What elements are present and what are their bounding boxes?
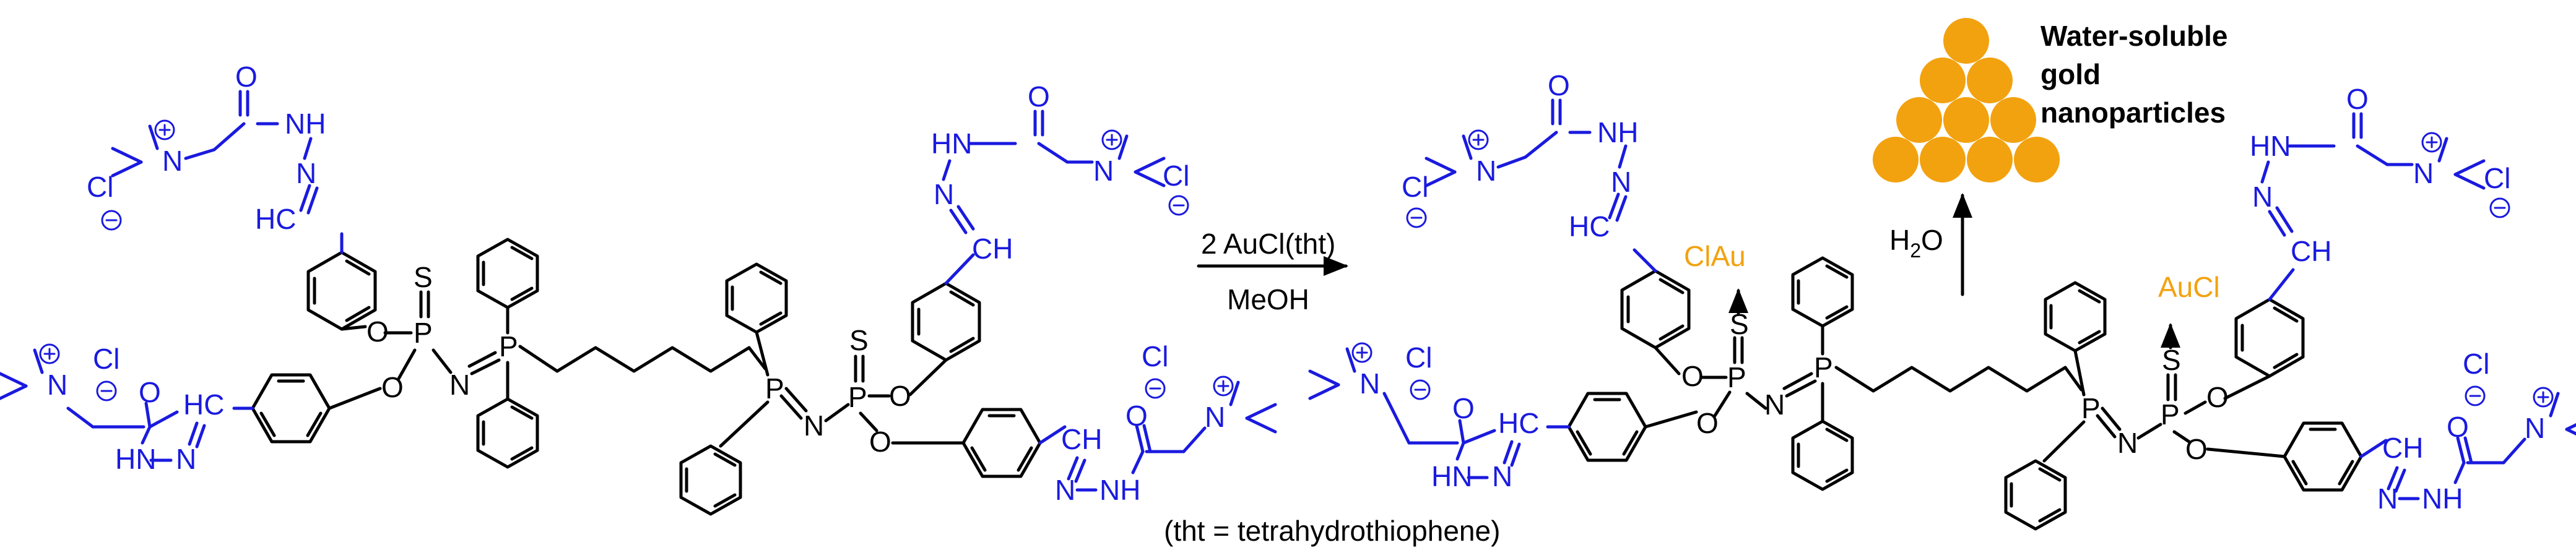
gold-nanoparticle [1920,58,1966,103]
starting-material: P S O O N P P N P S O O [0,61,1275,514]
atom-cl: Cl [1405,341,1432,374]
gold-nanoparticle [1873,137,1919,182]
atom-n: N [162,145,183,177]
product-complex: P S ClAu O O N P P N P S AuCl O [1310,69,2576,529]
water-label: H2O [1889,224,1943,262]
atom-s: S [2162,344,2181,376]
atom-hc: HC [1498,407,1539,439]
atom-n: N [2252,181,2273,213]
atom-o: O [2447,411,2469,443]
atom-nh: NH [1597,116,1638,148]
atom-ch: CH [2291,235,2331,267]
solvent-label: MeOH [1227,283,1309,315]
atom-clau: ClAu [1684,240,1746,272]
gold-nanoparticle [1967,58,2013,103]
gold-nanoparticle [2014,137,2060,182]
atom-n: N [1205,401,1225,433]
atom-o: O [1125,400,1148,432]
atom-hn: HN [2250,130,2291,162]
atom-n: N [1055,474,1075,506]
caption-line-3: nanoparticles [2040,97,2226,129]
atom-n: N [2525,412,2545,444]
atom-o: O [235,61,258,93]
atom-n: N [176,443,196,475]
caption-line-2: gold [2040,58,2101,90]
gold-nanoparticle [1943,97,1989,143]
atom-n: N [47,369,67,401]
atom-hn: HN [931,127,972,160]
atom-cl: Cl [1402,171,1428,203]
gold-nanoparticle [1967,137,2013,182]
atom-hn: HN [1431,460,1472,492]
reaction-arrow-group: 2 AuCl(tht) MeOH (tht = tetrahydrothioph… [1164,228,1500,547]
atom-o: O [1452,392,1475,424]
gold-nanoparticle [1920,137,1966,182]
atom-ch: CH [1061,423,1102,455]
atom-o: O [139,376,161,408]
atom-hc: HC [183,388,224,421]
atom-p: P [414,317,433,349]
atom-aucl: AuCl [2158,271,2220,303]
gold-nanoparticle [1896,97,1942,143]
atom-nh: NH [1099,474,1140,506]
atom-p: P [1814,351,1833,384]
atom-n: N [1764,388,1785,421]
gold-nanoparticle [1943,18,1989,64]
atom-p: P [765,372,784,405]
gold-nanoparticle-cluster [1873,18,2060,182]
atom-o: O [1681,360,1704,392]
atom-o: O [2185,433,2208,465]
atom-cl: Cl [87,171,113,203]
atom-n: N [449,369,470,401]
gold-nanoparticle [1990,97,2036,143]
atom-n: N [2117,427,2138,459]
atom-n: N [1611,166,1631,198]
atom-o: O [1548,69,1570,101]
atom-n: N [1492,460,1512,492]
atom-n: N [2377,483,2398,515]
atom-p: P [2161,398,2180,431]
atom-p: P [2081,392,2101,424]
hydrolysis-step: H2O [1889,193,1972,296]
atom-o: O [1028,80,1050,113]
atom-o: O [889,380,911,412]
atom-s: S [414,261,433,293]
atom-o: O [869,426,891,458]
atom-hc: HC [1569,210,1610,243]
atom-n: N [2413,157,2434,189]
atom-n: N [1360,367,1380,400]
atom-n: N [934,178,954,210]
atom-o: O [2346,83,2369,115]
atom-cl: Cl [1163,160,1189,192]
atom-cl: Cl [2484,162,2510,194]
footnote: (tht = tetrahydrothiophene) [1164,515,1500,547]
atom-n: N [296,157,316,189]
atom-n: N [1093,155,1114,187]
atom-o: O [1696,407,1719,439]
atom-n: N [1476,155,1496,187]
atom-cl: Cl [1142,340,1168,372]
nanoparticle-caption: Water-soluble gold nanoparticles [2040,20,2227,129]
atom-p: P [1727,361,1746,393]
atom-cl: Cl [2463,348,2489,380]
atom-p: P [499,330,518,363]
atom-ch: CH [2382,432,2423,464]
atom-s: S [849,324,869,356]
reagent-label: 2 AuCl(tht) [1201,228,1335,260]
caption-line-1: Water-soluble [2040,20,2227,52]
atom-hn: HN [115,443,156,475]
atom-nh: NH [285,108,326,140]
atom-hc: HC [255,203,296,235]
atom-p: P [848,381,867,413]
atom-n: N [804,410,824,442]
atom-ch: CH [972,233,1013,265]
atom-nh: NH [2422,483,2463,515]
atom-cl: Cl [93,343,119,375]
